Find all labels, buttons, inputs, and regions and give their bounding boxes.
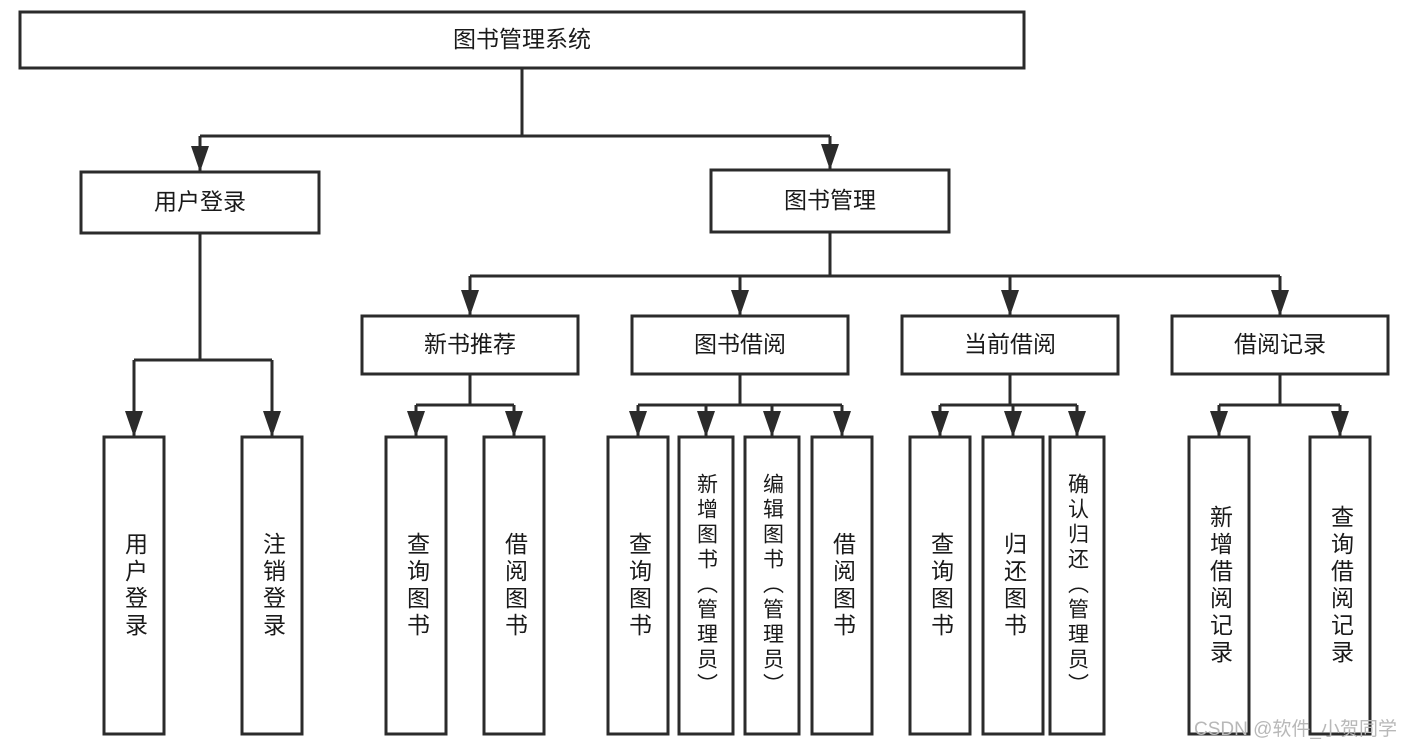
node-box-leaf-user-login[interactable] (102, 435, 166, 736)
node-box-leaf-add-borrow-record[interactable] (1187, 435, 1251, 736)
node-box-book-borrow[interactable] (630, 314, 850, 376)
node-box-leaf-confirm-return[interactable] (1048, 435, 1106, 736)
arrow-head-icon (1331, 411, 1349, 437)
watermark-text: CSDN @软件_小贺同学 (1194, 719, 1397, 740)
arrow-head-icon (263, 411, 281, 437)
node-box-leaf-query-book-new[interactable] (384, 435, 448, 736)
node-label-current-borrow: 当前借阅 (964, 331, 1056, 357)
arrow-head-icon (461, 290, 479, 316)
node-box-leaf-logout[interactable] (240, 435, 304, 736)
node-box-leaf-query-borrow-record[interactable] (1308, 435, 1372, 736)
arrow-head-icon (697, 411, 715, 437)
arrow-head-icon (125, 411, 143, 437)
node-box-leaf-return-book[interactable] (981, 435, 1045, 736)
node-box-leaf-add-book-admin[interactable] (677, 435, 735, 736)
node-box-leaf-query-book-cb[interactable] (908, 435, 972, 736)
node-label-new-book-recommend: 新书推荐 (424, 331, 516, 357)
arrow-head-icon (1068, 411, 1086, 437)
arrow-head-icon (1004, 411, 1022, 437)
arrow-head-icon (1001, 290, 1019, 316)
arrow-head-icon (407, 411, 425, 437)
node-box-book-management[interactable] (709, 168, 951, 234)
arrow-head-icon (505, 411, 523, 437)
connector-lines (125, 68, 1349, 437)
node-box-leaf-borrow-book-new[interactable] (482, 435, 546, 736)
arrow-head-icon (731, 290, 749, 316)
node-label-user-login: 用户登录 (154, 189, 246, 215)
node-label-book-borrow: 图书借阅 (694, 331, 786, 357)
arrow-head-icon (1210, 411, 1228, 437)
node-box-new-book-recommend[interactable] (360, 314, 580, 376)
node-box-leaf-query-book-bb[interactable] (606, 435, 670, 736)
node-label-borrow-records: 借阅记录 (1234, 331, 1326, 357)
arrow-head-icon (821, 144, 839, 170)
node-box-current-borrow[interactable] (900, 314, 1120, 376)
arrow-head-icon (763, 411, 781, 437)
node-box-borrow-records[interactable] (1170, 314, 1390, 376)
node-box-user-login[interactable] (79, 170, 321, 235)
arrow-head-icon (191, 146, 209, 172)
node-label-root: 图书管理系统 (453, 26, 591, 52)
arrow-head-icon (833, 411, 851, 437)
node-box-root[interactable] (18, 10, 1026, 70)
arrow-head-icon (629, 411, 647, 437)
arrow-head-icon (1271, 290, 1289, 316)
node-label-book-management: 图书管理 (784, 187, 876, 213)
node-box-leaf-edit-book-admin[interactable] (743, 435, 801, 736)
arrow-head-icon (931, 411, 949, 437)
node-box-leaf-borrow-book-bb[interactable] (810, 435, 874, 736)
node-boxes (18, 10, 1390, 736)
